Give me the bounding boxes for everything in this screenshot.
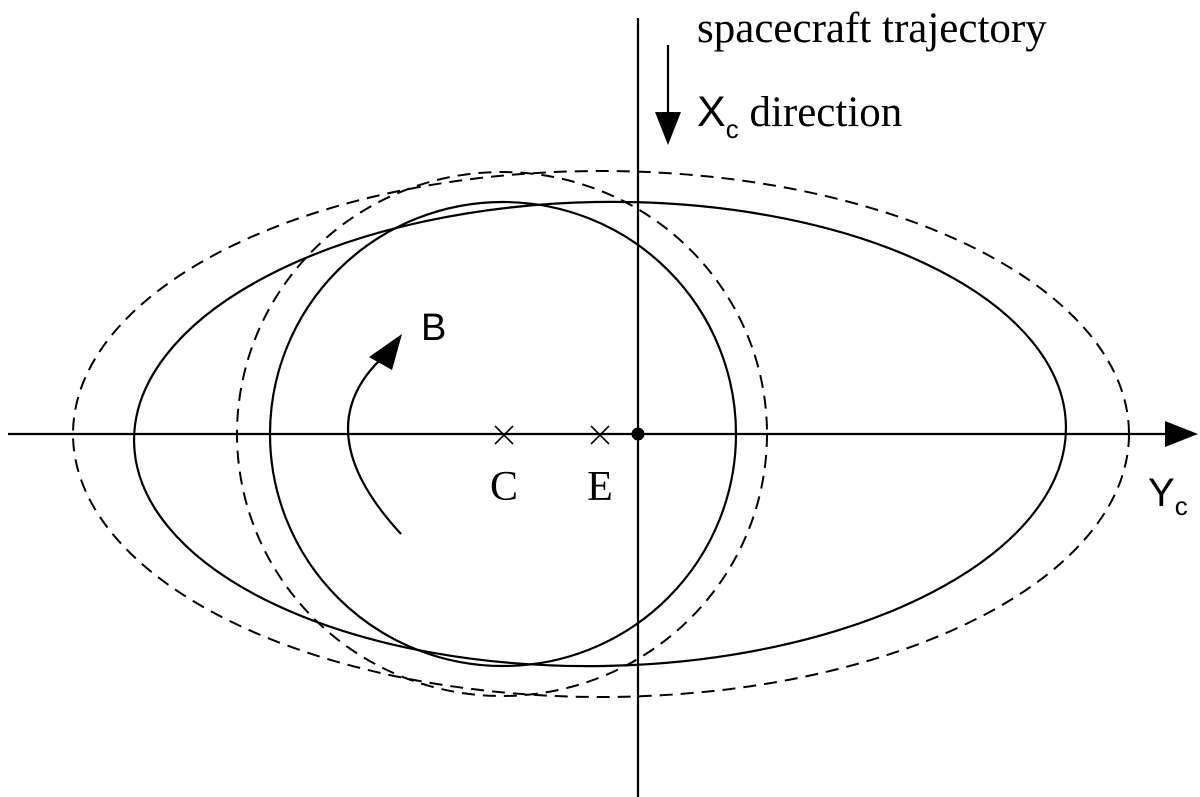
dashed-inner-circle [236,171,768,697]
y-axis-label-sub: c [1175,491,1188,521]
dashed-outer-ellipse [72,170,1130,698]
field-label: B [421,307,446,349]
x-direction-label: Xc direction [697,88,902,144]
field-rotation-arrowhead [369,334,402,370]
origin-dot [631,427,645,441]
x-direction-arrow [655,45,681,145]
x-direction-arrowhead [655,112,681,145]
field-rotation-arrow [346,334,402,535]
solid-inner-circle [268,200,738,668]
field-rotation-arrow-arc [346,356,402,535]
y-axis-arrowhead [1165,421,1198,447]
x-direction-label-suffix: direction [739,89,903,136]
x-direction-label-main: X [697,88,726,136]
point-c-marker [494,425,514,445]
point-c-label: C [490,464,518,510]
trajectory-label: spacecraft trajectory [697,5,1047,52]
point-e-label: E [587,464,613,510]
point-e-marker [590,425,610,445]
y-axis-label: Yc [1148,471,1188,521]
y-axis-label-main: Y [1148,471,1175,515]
solid-elongated-ellipse [132,200,1068,668]
y-axis [8,421,1198,447]
x-direction-label-sub: c [726,114,739,144]
